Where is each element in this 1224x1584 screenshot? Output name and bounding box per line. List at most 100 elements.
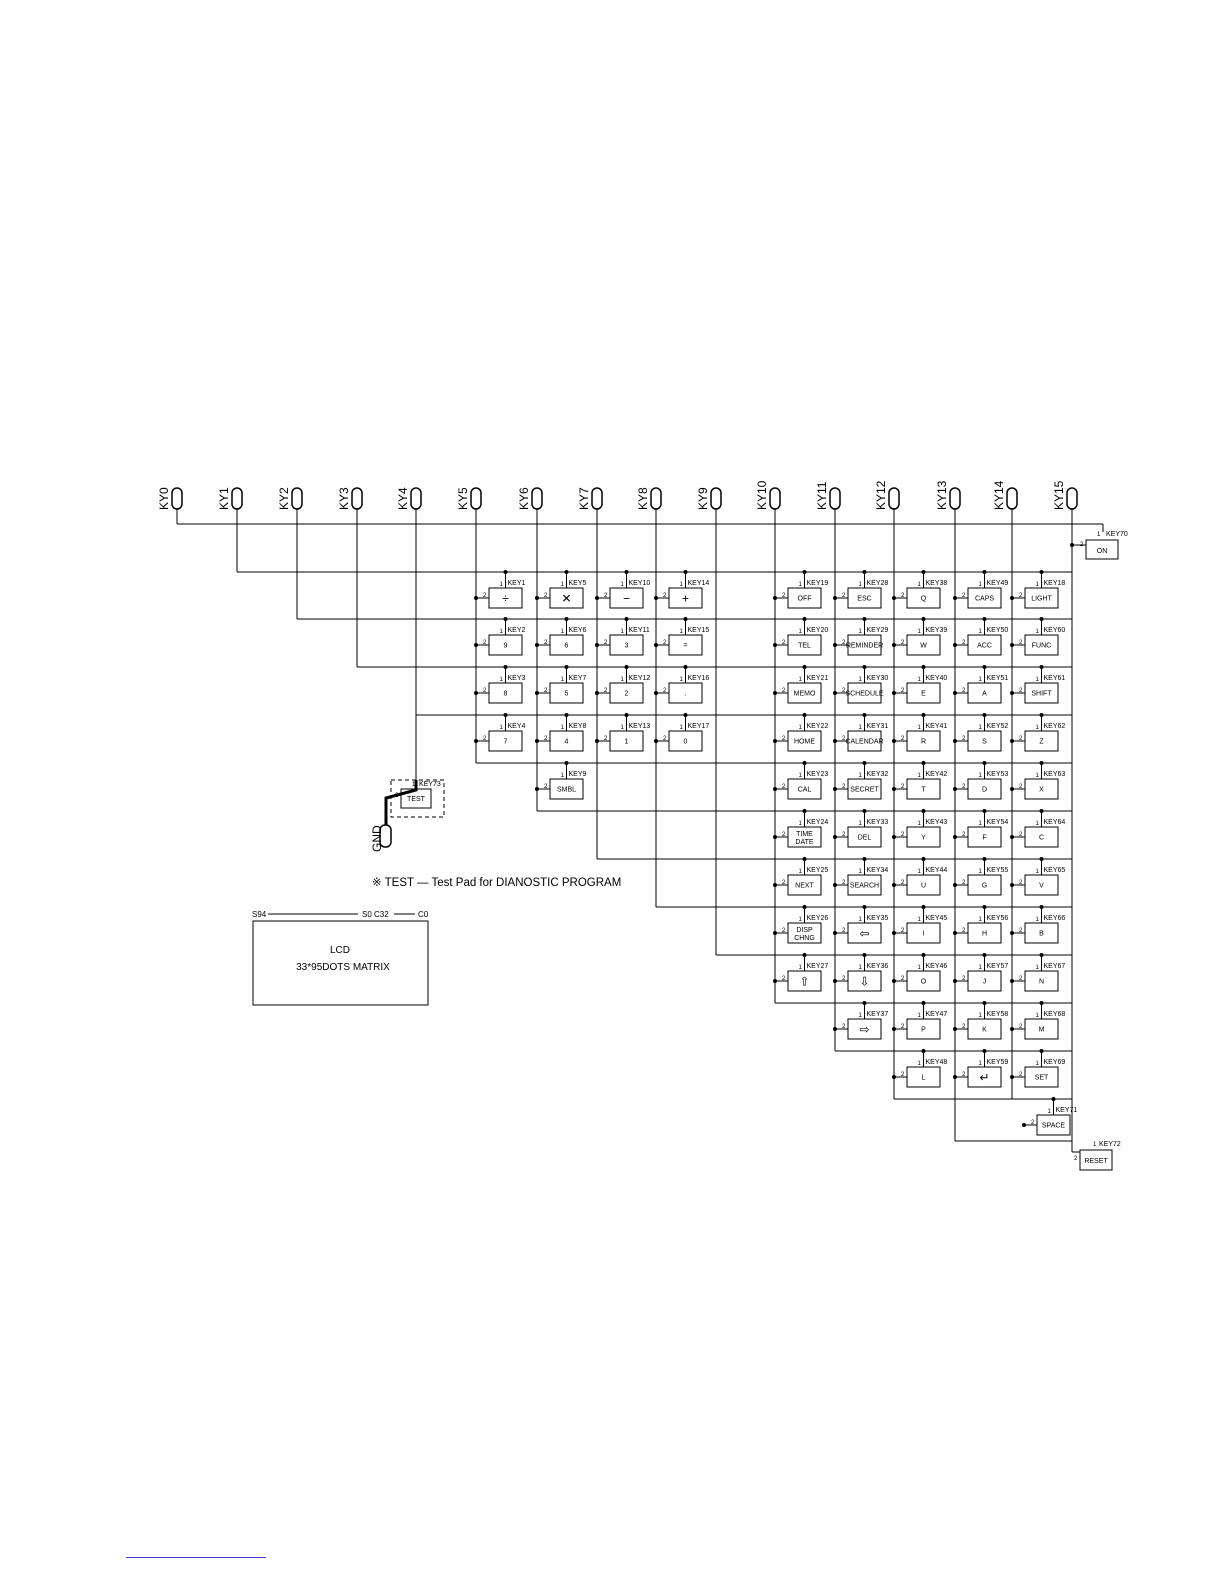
key-id-key26: KEY26 [807,915,829,922]
key-label-key47: P [921,1027,926,1034]
key-key53-box [967,778,1002,800]
pin-1-label: 1 [859,965,863,971]
key-id-key17: KEY17 [688,723,710,730]
junction-dot [862,953,867,957]
pin-2-label: 2 [1019,928,1023,934]
connector-ky15 [1066,487,1078,510]
pin-2-label: 2 [1019,593,1023,599]
pin-1-label: 1 [979,1061,983,1067]
key-id-key21: KEY21 [807,675,829,682]
pin-2-label: 2 [782,736,786,742]
key-key72-box [1079,1149,1113,1171]
junction-dot [833,835,837,839]
junction-dot [1022,1123,1026,1127]
key-key35-box [847,922,882,944]
junction-dot [773,979,777,983]
lcd-pin-s0-c32: S0 C32 [362,910,389,919]
pin-2-label: 2 [782,832,786,838]
key-key27-box [787,970,822,992]
key-id-key57: KEY57 [987,963,1009,970]
key-id-key12: KEY12 [629,675,651,682]
key-key70-box [1085,539,1119,560]
key-label-key16: . [685,691,687,698]
pin-2-label: 2 [842,784,846,790]
junction-dot [1039,665,1044,669]
junction-dot [1039,570,1044,574]
pin-2-label: 2 [962,928,966,934]
line-label-ky0: KY0 [157,487,171,510]
junction-dot [953,596,957,600]
multiply-icon: ✕ [561,591,571,605]
junction-dot [862,905,867,909]
junction-dot [1051,1097,1056,1101]
key-id-key62: KEY62 [1044,723,1066,730]
pin-1-label: 1 [1036,821,1040,827]
connector-ky12 [888,487,900,510]
pin-2-label: 2 [544,736,548,742]
key-label-key31: CALENDAR [845,739,883,746]
junction-dot [921,953,926,957]
pin-1-label: 1 [859,1013,863,1019]
key-key44-box [906,874,941,896]
key-id-key56: KEY56 [987,915,1009,922]
junction-dot [1039,1049,1044,1053]
pin-2-label: 2 [663,736,667,742]
connector-ky4 [410,487,422,510]
key-label-key32: SECRET [850,787,879,794]
key-label-key70: ON [1097,548,1108,555]
pin-2-label: 2 [1019,736,1023,742]
junction-dot [474,739,478,743]
key-label-key22: HOME [794,739,815,746]
junction-dot [595,691,599,695]
pin-1-label: 1 [799,965,803,971]
pin-1-label: 1 [500,677,504,683]
key-key34-box [847,874,882,896]
junction-dot [953,691,957,695]
key-id-key1: KEY1 [508,580,526,587]
key-id-key4: KEY4 [508,723,526,730]
key-label-key58: K [982,1027,987,1034]
connector-ky8 [650,487,662,510]
pin-2-label: 2 [842,928,846,934]
key-label-key19: OFF [798,596,812,603]
junction-dot [982,953,987,957]
key-id-key13: KEY13 [629,723,651,730]
pin-1-label: 1 [1048,1109,1052,1115]
junction-dot [892,1075,896,1079]
key-id-key36: KEY36 [867,963,889,970]
pin-2-label: 2 [604,688,608,694]
key-key3-box [488,682,523,704]
gnd-connector [379,824,392,848]
key-id-key16: KEY16 [688,675,710,682]
key-key16-box [668,682,703,704]
key-id-key10: KEY10 [629,580,651,587]
junction-dot [1010,596,1014,600]
junction-dot [833,1027,837,1031]
pin-1-label: 1 [859,869,863,875]
key-label-key73: TEST [407,796,426,803]
key-label-key46: O [921,979,927,986]
key-label-key43: Y [921,835,926,842]
key-key14-box [668,587,703,609]
junction-dot [953,931,957,935]
junction-dot [654,691,658,695]
pin-2-label: 2 [901,880,905,886]
key-label-key49: CAPS [975,596,994,603]
key-key1-box [488,587,523,609]
pin-2-label: 2 [483,736,487,742]
key-label-key30: SCHEDULE [845,691,883,698]
junction-dot [892,883,896,887]
junction-dot [892,596,896,600]
pin-1-label: 1 [799,917,803,923]
pin-2-label: 2 [1019,832,1023,838]
arrow-left-icon: ⇦ [859,926,869,940]
pin-1-label: 1 [859,677,863,683]
pin-1-label: 1 [859,821,863,827]
key-label-key20: TEL [798,643,811,650]
pin-2-label: 2 [901,1024,905,1030]
junction-dot [1010,691,1014,695]
junction-dot [982,665,987,669]
pin-1-label: 1 [500,629,504,635]
gnd-label: GND [370,825,384,852]
pin-1-label: 1 [859,725,863,731]
